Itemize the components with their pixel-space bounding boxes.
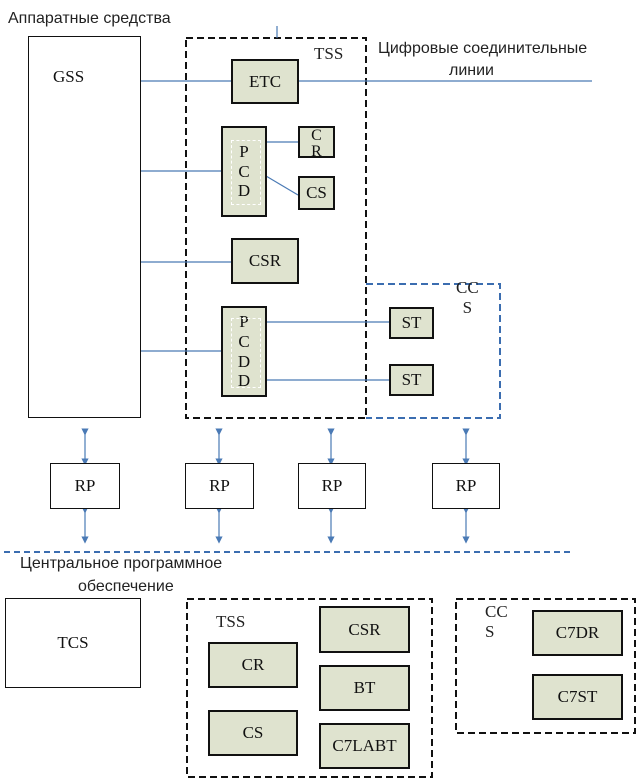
pcd-char-3: D (237, 181, 251, 201)
pcdd-char-2: C (238, 331, 250, 351)
pcd-cs-line (265, 175, 299, 196)
digital-lines-label-1: Цифровые соединительные (378, 40, 588, 57)
pcd-block: P C D (221, 126, 267, 217)
central-software-label-1: Центральное программное (20, 555, 223, 572)
pcd-inner-frame (231, 140, 261, 205)
pcdd-block: P C D D (221, 306, 267, 397)
ccs-hardware-frame (366, 283, 501, 419)
ccs-hardware-label: CC S (456, 278, 479, 319)
central-software-label-2: обеспечение (78, 578, 174, 595)
cr-char-2: R (311, 143, 322, 160)
csr-software-block: CSR (319, 606, 410, 653)
rp-block-2: RP (185, 463, 254, 509)
cs-hardware-block: CS (298, 176, 335, 210)
pcdd-inner-frame (231, 318, 261, 388)
ccs-software-label-1: CC (485, 602, 508, 621)
cs-software-block: CS (208, 710, 298, 756)
st-block-1: ST (389, 307, 434, 339)
etc-block: ETC (231, 59, 299, 104)
rp-block-1: RP (50, 463, 120, 509)
tss-hardware-frame (185, 37, 367, 419)
cr-software-block: CR (208, 642, 298, 688)
tss-software-frame (186, 598, 433, 778)
hardware-label: Аппаратные средства (8, 10, 171, 27)
c7dr-software-block: C7DR (532, 610, 623, 656)
c7labt-software-block: C7LABT (319, 723, 410, 769)
cr-hardware-block: C R (298, 126, 335, 160)
pcdd-char-4: D (237, 371, 251, 391)
pcd-char-2: C (238, 161, 250, 181)
cr-char-1: C (311, 127, 322, 144)
c7st-software-block: C7ST (532, 674, 623, 720)
gss-label: GSS (53, 67, 85, 86)
rp-block-4: RP (432, 463, 500, 509)
tss-hardware-label: TSS (314, 44, 344, 63)
digital-lines-label-2: линии (449, 62, 494, 79)
ccs-software-label-2: S (485, 622, 495, 642)
gss-block: GSS (28, 36, 141, 418)
tss-software-label: TSS (216, 612, 246, 631)
st-block-2: ST (389, 364, 434, 396)
ccs-hardware-label-2: S (462, 298, 473, 318)
bt-software-block: BT (319, 665, 410, 711)
ccs-software-label: CC S (485, 602, 508, 643)
ccs-software-frame (455, 598, 636, 734)
pcd-char-1: P (239, 142, 249, 162)
csr-hardware-block: CSR (231, 238, 299, 284)
ccs-hardware-label-1: CC (456, 278, 479, 297)
pcdd-char-1: P (239, 312, 249, 332)
tcs-block: TCS (5, 598, 141, 688)
rp-block-3: RP (298, 463, 366, 509)
pcdd-char-3: D (237, 351, 251, 371)
